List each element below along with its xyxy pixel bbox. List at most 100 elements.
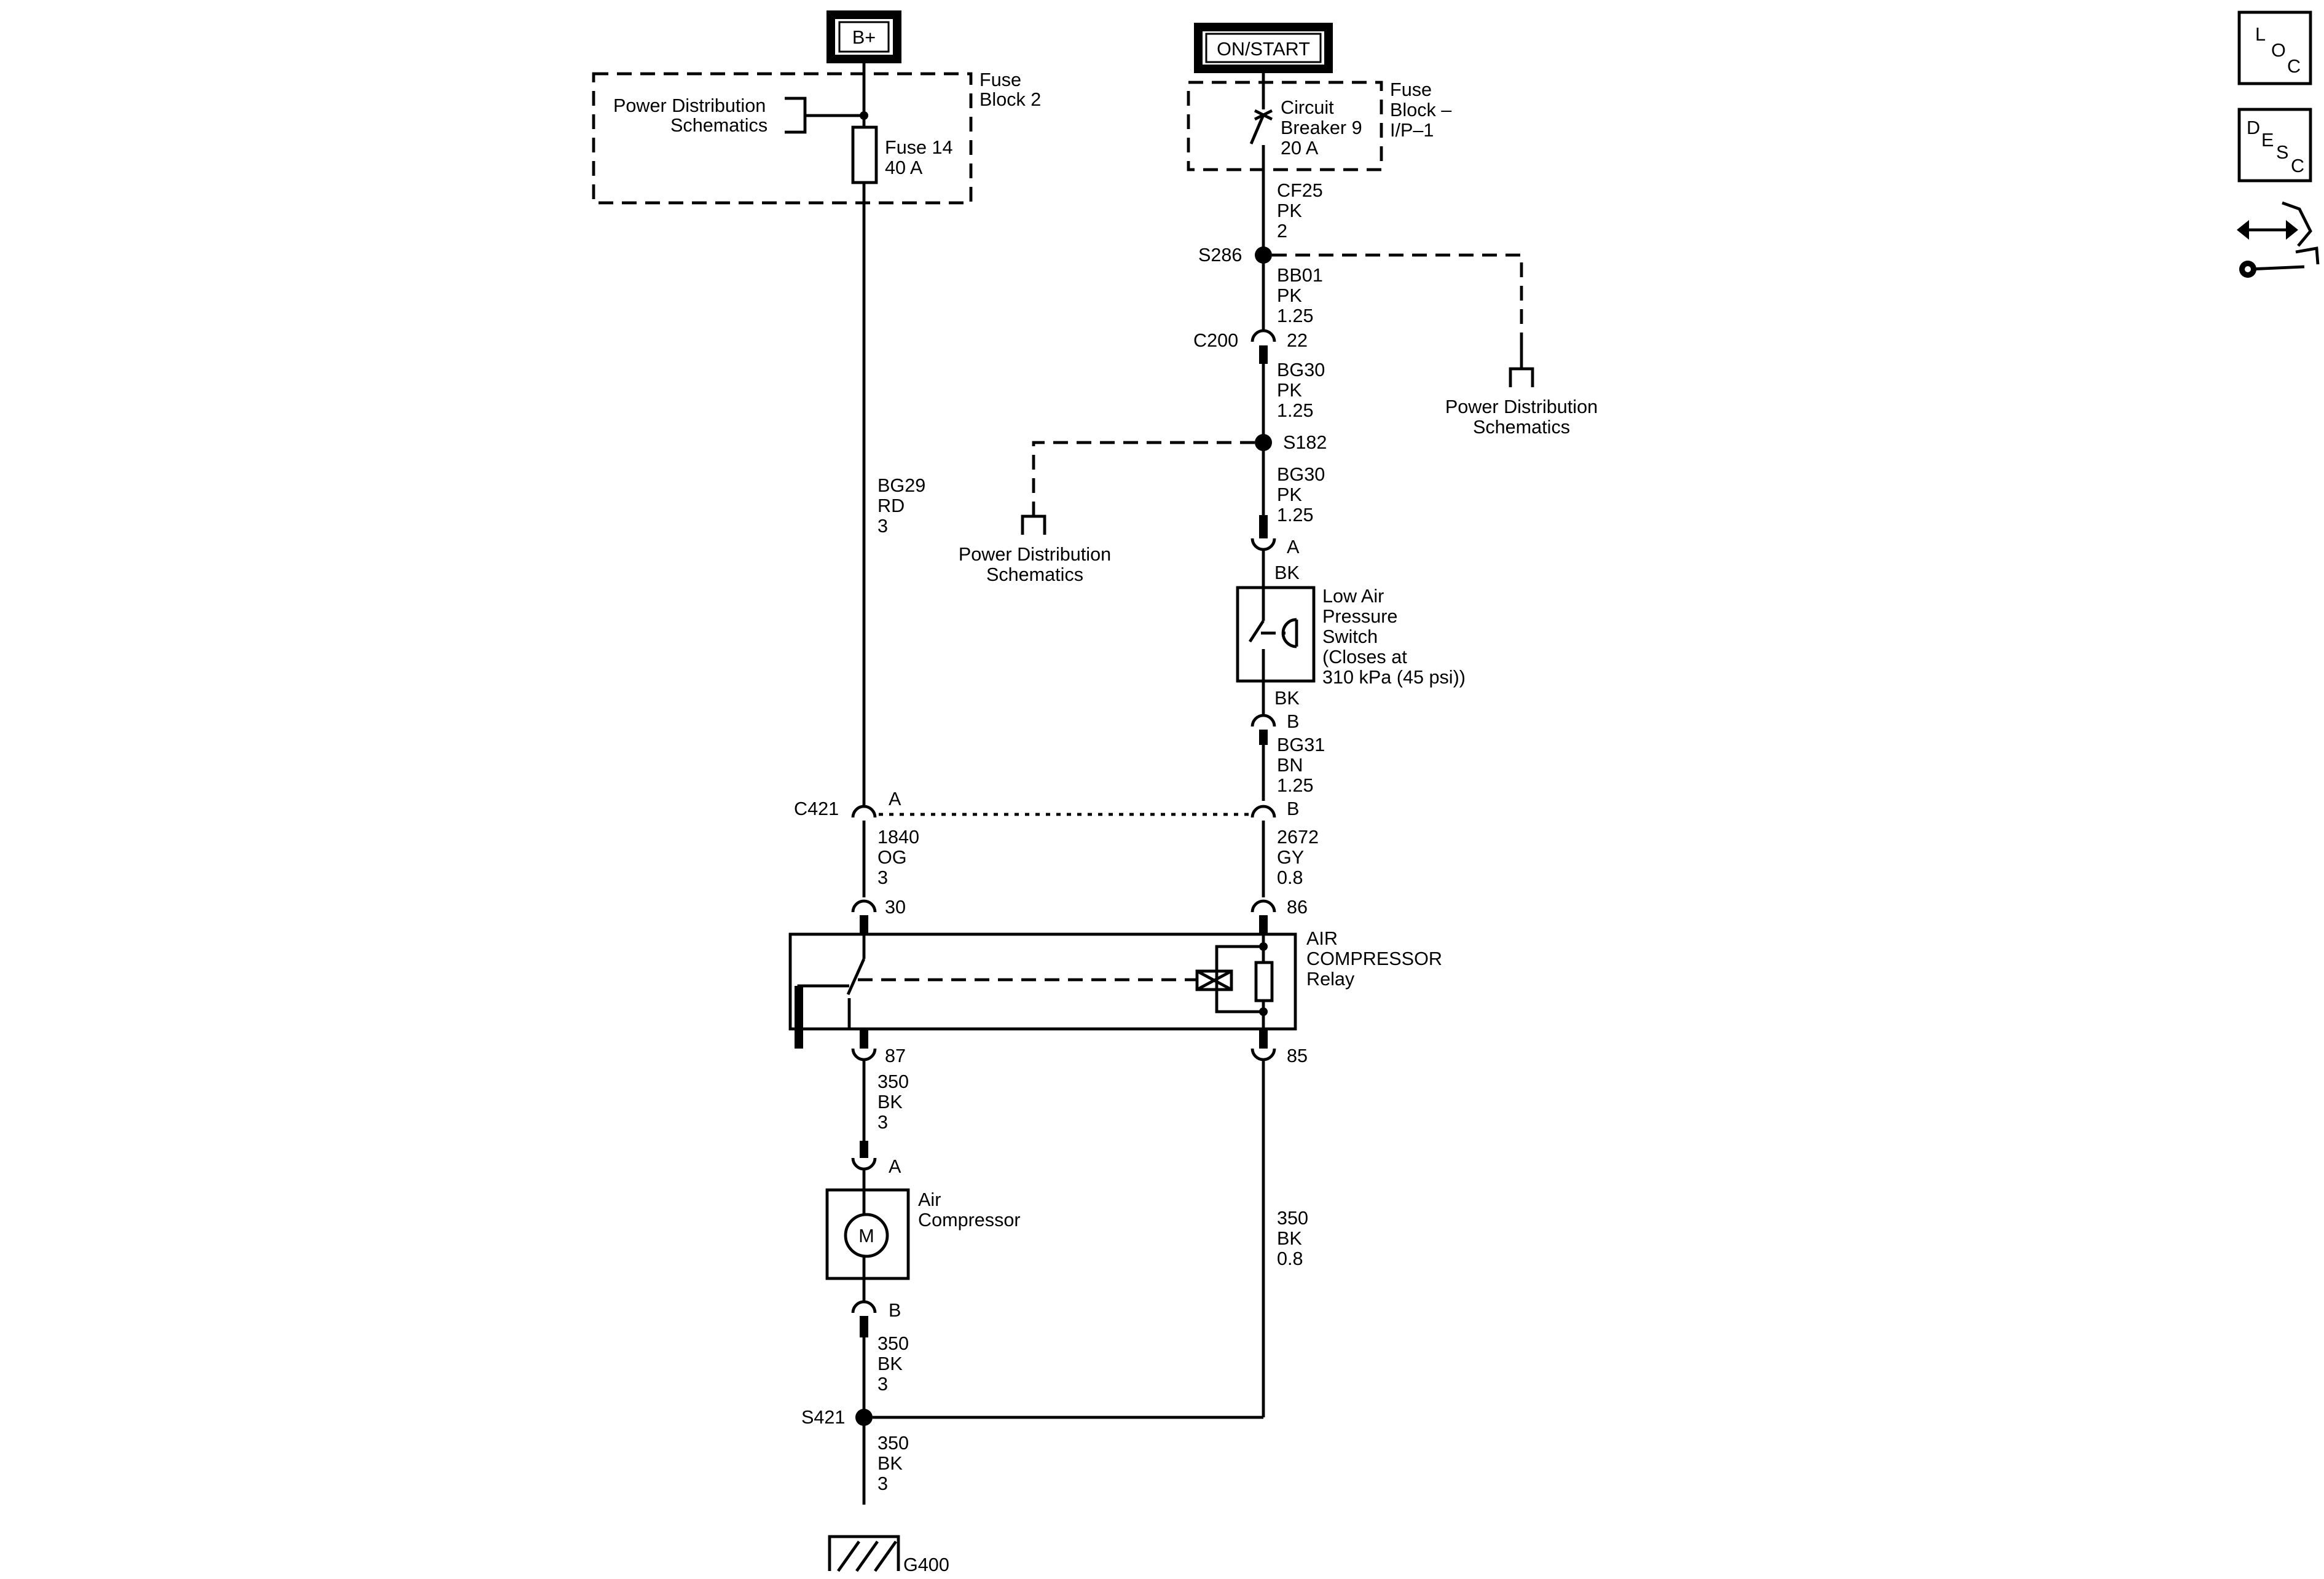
air-compressor-relay: AIR COMPRESSOR Relay: [788, 928, 1442, 1049]
circuit-breaker-symbol: [1249, 114, 1265, 144]
svg-text:I/P–1: I/P–1: [1390, 120, 1434, 141]
svg-text:A: A: [889, 789, 901, 809]
svg-text:AIR: AIR: [1306, 928, 1338, 949]
loc-icon[interactable]: L O C: [2237, 10, 2312, 85]
relay-pin-86: 86: [1250, 897, 1308, 934]
bplus-label: B+: [852, 27, 876, 48]
wire-bg31-label: BG31 BN 1.25: [1277, 734, 1325, 796]
svg-text:BG29: BG29: [877, 475, 925, 496]
fuse-block-2-title-2: Block 2: [979, 89, 1041, 110]
svg-text:1.25: 1.25: [1277, 305, 1314, 326]
svg-text:Low Air: Low Air: [1322, 586, 1384, 607]
fuse-block-2: Fuse Block 2 Power Distribution Schemati…: [592, 69, 1041, 205]
power-distribution-ref-right: Power Distribution Schematics: [1445, 347, 1598, 438]
svg-text:30: 30: [885, 897, 906, 918]
on-start-label: ON/START: [1217, 39, 1310, 60]
svg-text:S: S: [2276, 142, 2288, 163]
splice-s182: S182: [1032, 432, 1327, 516]
svg-text:Power Distribution: Power Distribution: [959, 544, 1111, 565]
svg-text:Block –: Block –: [1390, 100, 1451, 120]
svg-text:Air: Air: [918, 1189, 941, 1210]
svg-text:PK: PK: [1277, 285, 1302, 306]
svg-text:2672: 2672: [1277, 827, 1319, 848]
compressor-pin-a: A: [851, 1141, 901, 1190]
svg-text:BN: BN: [1277, 755, 1303, 776]
svg-text:E: E: [2261, 130, 2274, 151]
svg-text:PK: PK: [1277, 200, 1302, 221]
wire-1840-label: 1840 OG 3: [877, 827, 919, 888]
wire-350c-label: 350 BK 3: [877, 1333, 909, 1395]
svg-text:BK: BK: [1274, 562, 1300, 583]
svg-text:Switch: Switch: [1322, 626, 1378, 647]
svg-text:0.8: 0.8: [1277, 867, 1303, 888]
svg-text:BK: BK: [877, 1092, 903, 1112]
fuse-14-label: Fuse 14: [885, 137, 953, 158]
svg-text:1.25: 1.25: [1277, 775, 1314, 796]
svg-text:C200: C200: [1193, 330, 1238, 351]
desc-icon[interactable]: D E S C: [2237, 108, 2312, 183]
svg-text:C: C: [2291, 156, 2304, 176]
svg-text:1840: 1840: [877, 827, 919, 848]
fuse-14-rating: 40 A: [885, 157, 923, 178]
svg-text:3: 3: [877, 1374, 888, 1395]
connector-wrench-icon[interactable]: [2237, 201, 2320, 278]
svg-text:0.8: 0.8: [1277, 1248, 1303, 1269]
svg-text:OG: OG: [877, 847, 907, 868]
switch-bk-bottom: BK: [1274, 688, 1300, 709]
svg-text:Circuit: Circuit: [1281, 97, 1334, 118]
relay-pin-30: 30: [851, 897, 906, 934]
air-compressor-motor: M Air Compressor: [825, 1188, 1021, 1280]
svg-text:Fuse: Fuse: [1390, 79, 1432, 100]
splice-s286: S286: [1198, 245, 1523, 347]
svg-text:L: L: [2255, 24, 2266, 45]
svg-text:310 kPa (45 psi)): 310 kPa (45 psi)): [1322, 667, 1466, 688]
fuse-block-2-pd-2: Schematics: [670, 115, 767, 136]
svg-text:O: O: [2271, 40, 2286, 61]
svg-text:A: A: [1287, 537, 1300, 557]
svg-text:S421: S421: [801, 1407, 845, 1428]
svg-text:S182: S182: [1283, 432, 1327, 453]
svg-text:1.25: 1.25: [1277, 505, 1314, 526]
fuse-14-symbol: [851, 125, 878, 184]
relay-pin-87: 87: [851, 1029, 906, 1141]
svg-text:350: 350: [877, 1433, 909, 1454]
svg-text:GY: GY: [1277, 847, 1304, 868]
splice-s421: S421: [801, 1407, 1263, 1428]
power-distribution-ref-left: Power Distribution Schematics: [959, 514, 1111, 585]
svg-text:S286: S286: [1198, 245, 1242, 266]
svg-text:PK: PK: [1277, 484, 1302, 505]
svg-text:350: 350: [877, 1333, 909, 1354]
wire-bb01-label: BB01 PK 1.25: [1277, 265, 1323, 326]
svg-text:BK: BK: [877, 1353, 903, 1374]
svg-text:86: 86: [1287, 897, 1308, 918]
svg-text:3: 3: [877, 516, 888, 537]
svg-text:(Closes at: (Closes at: [1322, 647, 1407, 667]
wire-2672-label: 2672 GY 0.8: [1277, 827, 1319, 888]
svg-text:C: C: [2287, 56, 2301, 77]
wire-350d-label: 350 BK 3: [877, 1433, 909, 1494]
svg-text:3: 3: [877, 1473, 888, 1494]
svg-text:PK: PK: [1277, 380, 1302, 401]
svg-text:BG31: BG31: [1277, 734, 1325, 755]
svg-text:350: 350: [877, 1071, 909, 1092]
wire-bg30b-label: BG30 PK 1.25: [1277, 464, 1325, 526]
low-air-pressure-switch: Low Air Pressure Switch (Closes at 310 k…: [1236, 586, 1466, 688]
svg-text:BG30: BG30: [1277, 464, 1325, 485]
connector-c421-label: C421: [794, 798, 839, 819]
fuse-block-2-pd-1: Power Distribution: [613, 95, 766, 116]
svg-text:A: A: [889, 1156, 901, 1177]
svg-text:Schematics: Schematics: [1473, 417, 1570, 438]
wire-bg29-label: BG29 RD 3: [877, 475, 925, 537]
switch-pin-a: A BK: [1250, 515, 1300, 588]
svg-text:Compressor: Compressor: [918, 1210, 1021, 1231]
wire-350a-label: 350 BK 3: [877, 1071, 909, 1133]
svg-text:Breaker 9: Breaker 9: [1281, 117, 1362, 138]
svg-text:CF25: CF25: [1277, 180, 1323, 201]
svg-text:Schematics: Schematics: [986, 564, 1083, 585]
svg-text:G400: G400: [903, 1554, 949, 1575]
svg-text:BG30: BG30: [1277, 360, 1325, 380]
connector-c421-b: B: [1250, 798, 1299, 897]
svg-text:3: 3: [877, 1112, 888, 1133]
on-start-source: ON/START: [1194, 23, 1333, 73]
bplus-source: B+: [826, 10, 901, 63]
